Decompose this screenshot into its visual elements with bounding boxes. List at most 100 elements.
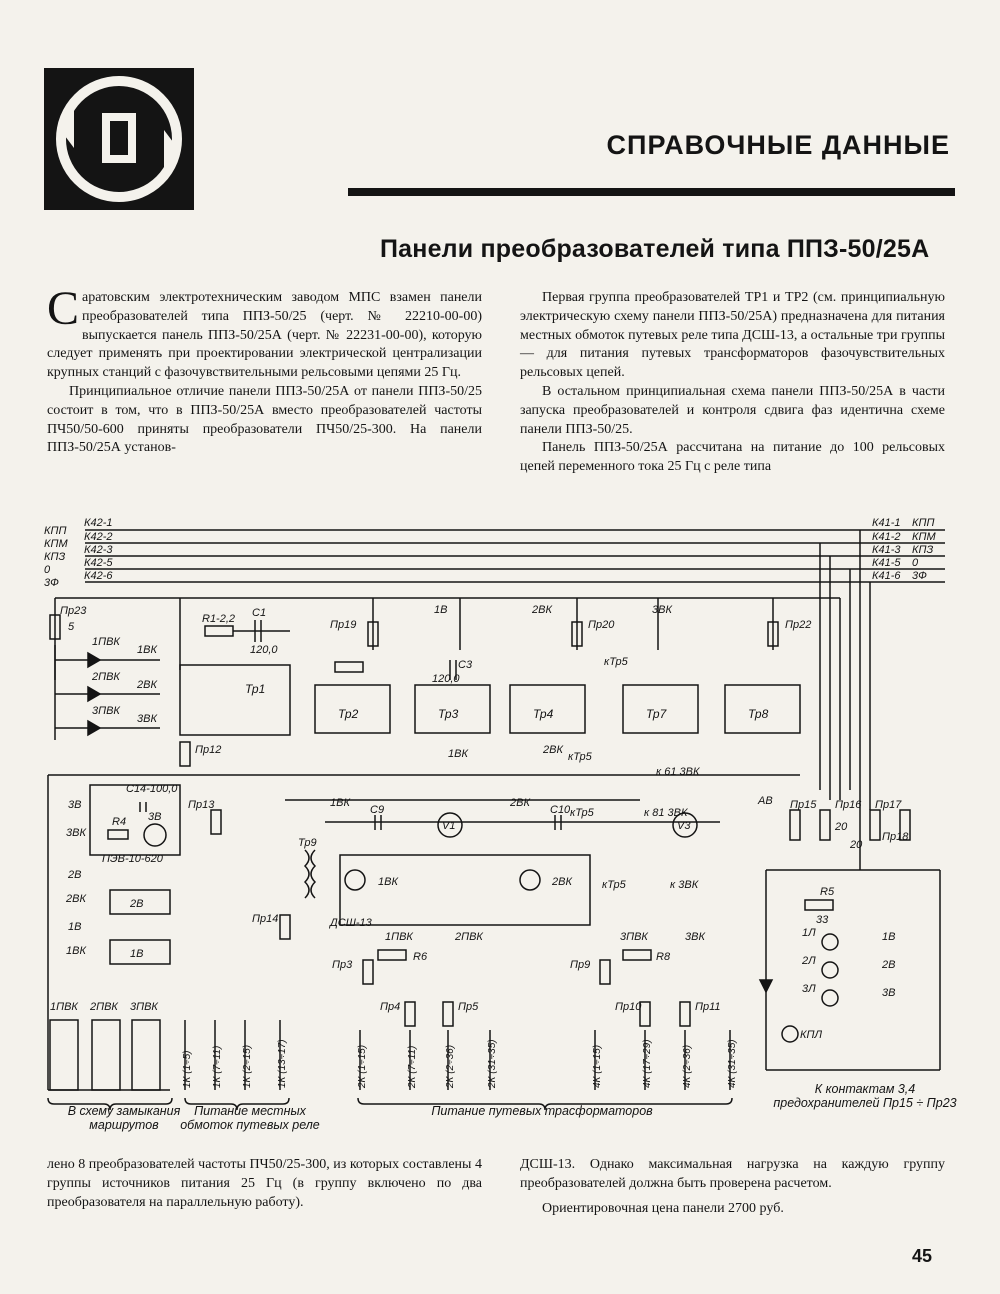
svg-text:20: 20 [834,821,848,833]
bus-label: КПМ [912,531,936,543]
svg-text:2В: 2В [129,898,143,910]
transformer-tr4 [509,684,586,734]
svg-text:Пр19: Пр19 [330,619,356,631]
wire-label: К41-6 [872,570,901,582]
caption-local-windings: Питание местных обмоток путевых реле [180,1104,320,1132]
svg-text:2К (2÷36): 2К (2÷36) [445,1045,456,1089]
svg-text:Тр3: Тр3 [438,707,459,721]
paragraph: Первая группа преобразователей ТР1 и ТР2… [520,290,945,381]
svg-text:к 81 3ВК: к 81 3ВК [644,807,688,819]
svg-text:2В: 2В [881,959,895,971]
svg-text:R6: R6 [413,951,428,963]
railway-emblem-icon [44,68,194,210]
svg-text:Пр13: Пр13 [188,799,215,811]
transformer-tr1 [179,664,291,736]
svg-text:3ПВК: 3ПВК [92,705,120,717]
svg-text:C1: C1 [252,607,266,619]
svg-text:120,0: 120,0 [432,673,460,685]
paragraph: В остальном принципиальная схема панели … [520,383,945,437]
bus-label: КПМ [44,538,68,550]
svg-text:1В: 1В [130,948,143,960]
svg-text:V1: V1 [442,820,455,832]
svg-text:2ВК: 2ВК [542,744,563,756]
svg-text:C14-100,0: C14-100,0 [126,783,178,795]
svg-text:3В: 3В [148,811,161,823]
svg-text:33: 33 [816,914,829,926]
svg-text:к 61 3ВК: к 61 3ВК [656,766,700,778]
page-number: 45 [912,1246,933,1266]
svg-text:20: 20 [849,839,863,851]
svg-text:3ВК: 3ВК [685,931,705,943]
bus-label: 0 [44,564,51,576]
svg-text:1К (2÷15): 1К (2÷15) [242,1045,253,1088]
svg-text:1К (7÷11): 1К (7÷11) [212,1046,223,1088]
svg-text:Пр4: Пр4 [380,1001,400,1013]
svg-text:C10: C10 [550,804,571,816]
svg-text:Тр4: Тр4 [533,707,554,721]
svg-text:2ВК: 2ВК [136,679,157,691]
svg-text:Пр16: Пр16 [835,799,862,811]
wire-label: К41-3 [872,544,901,556]
svg-text:R5: R5 [820,886,835,898]
wire-label: К42-1 [84,517,113,529]
svg-text:4К (1÷15): 4К (1÷15) [592,1045,603,1088]
svg-text:Пр5: Пр5 [458,1001,479,1013]
svg-text:1ПВК: 1ПВК [385,931,413,943]
wire-label: К42-5 [84,557,113,569]
svg-text:КПЛ: КПЛ [800,1029,822,1041]
svg-text:кТр5: кТр5 [570,807,595,819]
svg-text:3ПВК: 3ПВК [620,931,648,943]
svg-text:Пр9: Пр9 [570,959,590,971]
bus-label: 3Ф [44,577,59,589]
bus-label: 3Ф [912,570,927,582]
article-title: Панели преобразователей типа ППЗ-50/25А [380,235,930,263]
svg-text:R4: R4 [112,816,126,828]
svg-text:1ВК: 1ВК [330,797,350,809]
svg-text:1В: 1В [68,921,81,933]
svg-text:Пр3: Пр3 [332,959,353,971]
wire-label: К42-3 [84,544,113,556]
svg-text:3Л: 3Л [802,983,816,995]
caption-fuse-contacts: К контактам 3,4 предохранителей Пр15 ÷ П… [773,1082,957,1110]
bus-label: КПЗ [44,551,65,563]
svg-text:Тр2: Тр2 [338,707,359,721]
svg-text:кТр5: кТр5 [604,656,629,668]
svg-text:2К (31÷35): 2К (31÷35) [487,1039,498,1089]
svg-text:V3: V3 [677,820,691,832]
svg-text:2К (1÷15): 2К (1÷15) [357,1045,368,1089]
svg-text:2К (7÷11): 2К (7÷11) [407,1046,418,1089]
svg-text:Тр1: Тр1 [245,682,265,696]
svg-text:2ВК: 2ВК [509,797,530,809]
svg-text:2ВК: 2ВК [551,876,572,888]
paragraph: Панель ППЗ-50/25А рассчитана на питание … [520,440,945,475]
svg-text:2ВК: 2ВК [65,893,86,905]
svg-text:ПЭВ-10-620: ПЭВ-10-620 [102,853,164,865]
relay-1b [109,939,171,965]
svg-text:2ПВК: 2ПВК [91,671,120,683]
transformer-tr8 [724,684,801,734]
svg-text:1ВК: 1ВК [137,644,157,656]
svg-text:ДСШ-13: ДСШ-13 [328,917,373,929]
bus-label: 0 [912,557,919,569]
article-column-4: ДСШ-13. Однако максимальная нагрузка на … [520,1156,945,1218]
svg-text:Тр8: Тр8 [748,707,769,721]
svg-text:5: 5 [68,621,75,633]
svg-text:Пр15: Пр15 [790,799,817,811]
svg-text:Пр18: Пр18 [882,831,909,843]
svg-text:Пр23: Пр23 [60,605,87,617]
bus-label: КПП [912,517,934,529]
svg-text:2ВК: 2ВК [531,604,552,616]
svg-text:120,0: 120,0 [250,644,278,656]
svg-text:кТр5: кТр5 [568,751,593,763]
drop-cap: С [47,282,80,335]
paragraph: ДСШ-13. Однако максимальная нагрузка на … [520,1157,945,1191]
section-rule [348,188,955,196]
svg-text:Пр17: Пр17 [875,799,902,811]
svg-text:3В: 3В [882,987,895,999]
svg-text:R1-2,2: R1-2,2 [202,613,235,625]
svg-text:АВ: АВ [757,795,773,807]
svg-text:3В: 3В [68,799,81,811]
section-title: СПРАВОЧНЫЕ ДАННЫЕ [606,130,950,160]
